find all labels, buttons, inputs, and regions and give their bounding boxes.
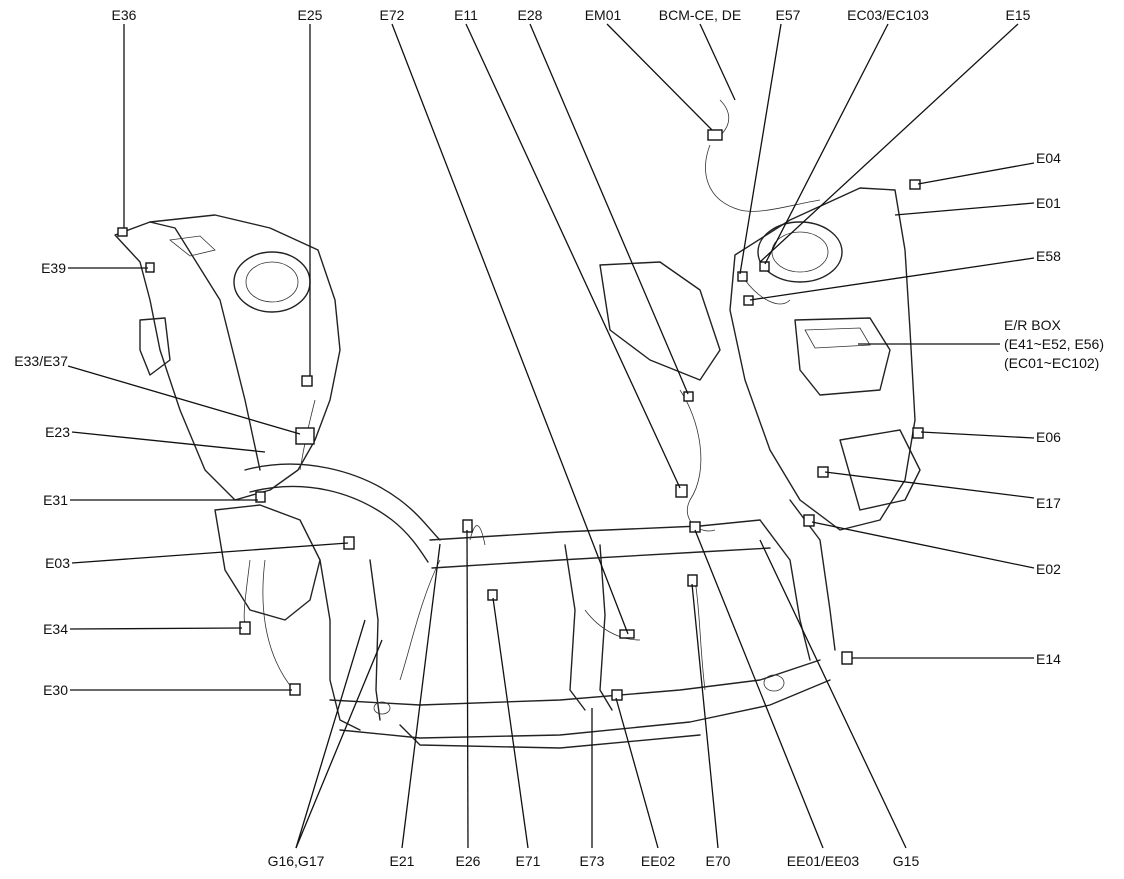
label-e36: E36 — [112, 7, 137, 23]
label-e70: E70 — [706, 853, 731, 869]
label-ec03: EC03/EC103 — [847, 7, 929, 23]
label-e72: E72 — [380, 7, 405, 23]
label-e25: E25 — [298, 7, 323, 23]
connector-e33 — [295, 427, 315, 445]
connector-e14 — [841, 651, 853, 665]
connector-e28 — [683, 391, 694, 402]
label-e03: E03 — [45, 555, 70, 571]
leader-lines — [67, 23, 1035, 849]
label-g15: G15 — [893, 853, 920, 869]
connector-ec03 — [759, 261, 770, 272]
label-bcm: BCM-CE, DE — [659, 7, 741, 23]
label-e39: E39 — [41, 260, 66, 276]
label-e06: E06 — [1036, 429, 1061, 445]
connectors — [117, 129, 924, 701]
label-e31: E31 — [43, 492, 68, 508]
label-e57: E57 — [776, 7, 801, 23]
connector-e31 — [255, 491, 266, 503]
label-e11: E11 — [454, 7, 478, 23]
label-e01: E01 — [1036, 195, 1061, 211]
label-e71: E71 — [516, 853, 541, 869]
vehicle-frame-outline — [114, 99, 921, 749]
label-e28: E28 — [518, 7, 543, 23]
label-e21: E21 — [390, 853, 415, 869]
connector-e71 — [487, 589, 498, 601]
label-e73: E73 — [580, 853, 605, 869]
label-e26: E26 — [456, 853, 481, 869]
connector-e36 — [117, 227, 128, 237]
label-e34: E34 — [43, 621, 68, 637]
connector-em01 — [707, 129, 723, 141]
connector-e11 — [675, 484, 688, 498]
label-e15: E15 — [1006, 7, 1031, 23]
label-e14: E14 — [1036, 651, 1061, 667]
label-erbox-range2: (EC01~EC102) — [1004, 355, 1099, 371]
connector-e57 — [737, 271, 748, 282]
label-erbox-title: E/R BOX — [1004, 317, 1061, 333]
connector-e04 — [909, 179, 921, 190]
connector-labels: E36 E25 E72 E11 E28 EM01 BCM-CE, DE E57 … — [14, 7, 1104, 869]
connector-ee01 — [689, 521, 701, 533]
connector-e58 — [743, 295, 754, 306]
label-ee01: EE01/EE03 — [787, 853, 860, 869]
label-e17: E17 — [1036, 495, 1061, 511]
connector-e02 — [803, 514, 815, 527]
label-e23: E23 — [45, 424, 70, 440]
label-erbox-range1: (E41~E52, E56) — [1004, 336, 1104, 352]
label-e04: E04 — [1036, 150, 1061, 166]
label-e58: E58 — [1036, 248, 1061, 264]
label-ee02: EE02 — [641, 853, 675, 869]
label-g16: G16,G17 — [268, 853, 325, 869]
connector-e25 — [301, 375, 313, 387]
label-e33: E33/E37 — [14, 353, 68, 369]
connector-ee02 — [611, 689, 623, 701]
connector-e06 — [912, 427, 924, 439]
label-e02: E02 — [1036, 561, 1061, 577]
label-em01: EM01 — [585, 7, 622, 23]
label-e30: E30 — [43, 682, 68, 698]
